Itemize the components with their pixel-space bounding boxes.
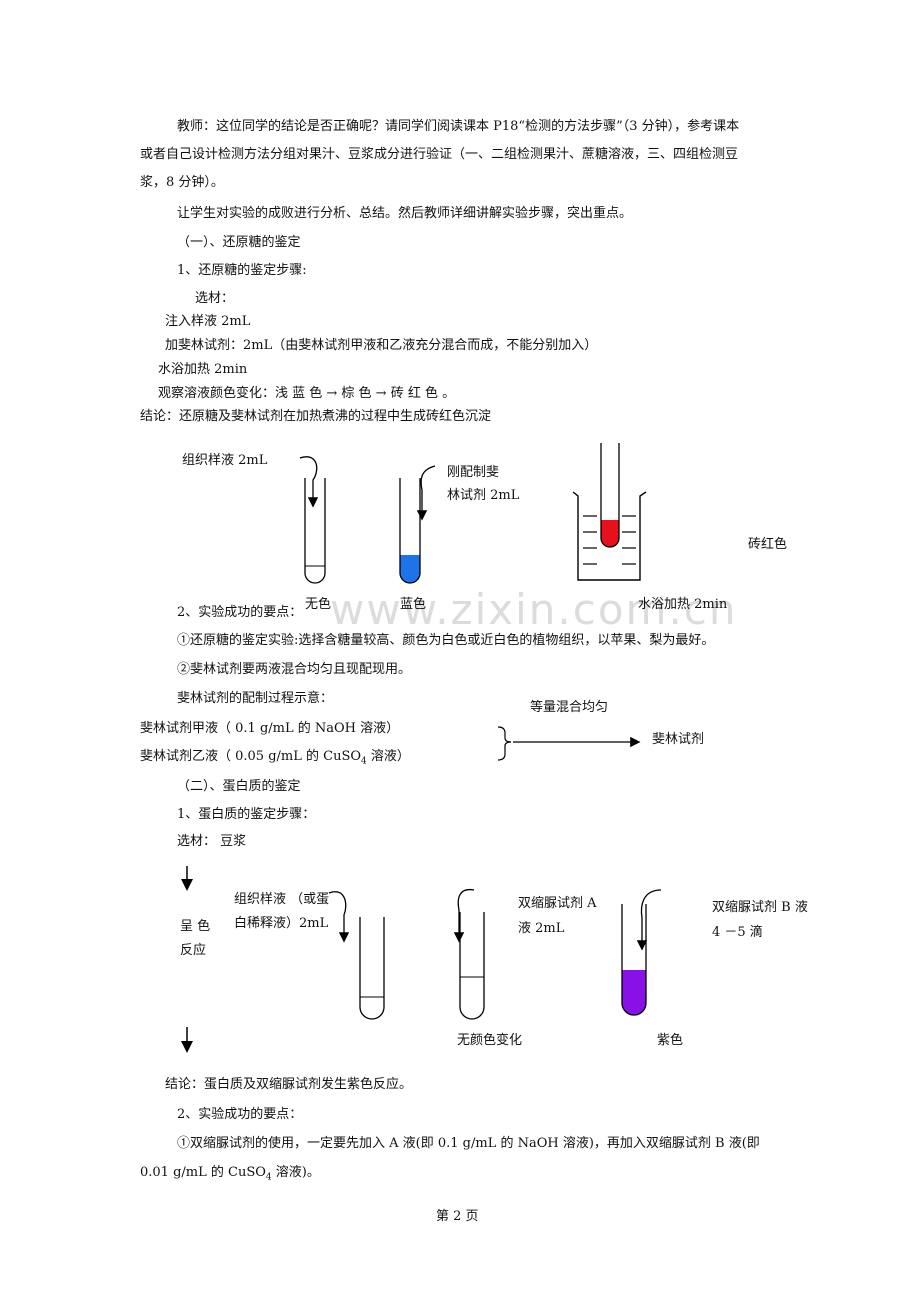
section1-keypoint-2: ②斐林试剂要两液混合均匀且现配现用。 bbox=[177, 662, 412, 677]
prep-mix-label: 等量混合均匀 bbox=[530, 700, 609, 715]
watermark: www.zixin.com.cn bbox=[330, 585, 738, 634]
pour-arrow-1 bbox=[299, 456, 319, 508]
pour-arrow-2 bbox=[416, 465, 436, 521]
fig2-reagentA-label-1: 双缩脲试剂 A bbox=[518, 896, 597, 911]
purple-solution bbox=[622, 970, 646, 1015]
fig1-sample-label: 组织样液 2mL bbox=[182, 453, 268, 468]
section2-title: （二）、蛋白质的鉴定 bbox=[177, 779, 301, 794]
section2-conclusion: 结论：蛋白质及双缩脲试剂发生紫色反应。 bbox=[165, 1077, 413, 1092]
para1-line2: 或者自己设计检测方法分组对果汁、豆浆成分进行验证（一、二组检测果汁、蔗糖溶液，三… bbox=[140, 147, 739, 162]
para2: 让学生对实验的成败进行分析、总结。然后教师详细讲解实验步骤，突出重点。 bbox=[177, 206, 633, 221]
pour-arrow-4 bbox=[453, 888, 475, 943]
blue-solution bbox=[400, 555, 420, 583]
fig2-side-label-1: 呈 色 bbox=[180, 919, 211, 934]
pour-arrow-3 bbox=[328, 891, 350, 943]
prep-brace bbox=[497, 726, 512, 761]
brickred-precipitate bbox=[601, 520, 619, 547]
fig2-side-label-2: 反应 bbox=[180, 943, 207, 958]
section2-keypoints-title: 2、实验成功的要点： bbox=[177, 1107, 303, 1122]
section2-step-title: 1、蛋白质的鉴定步骤： bbox=[177, 807, 316, 822]
section2-keypoint-1-line1: ①双缩脲试剂的使用，一定要先加入 A 液(即 0.1 g/mL 的 NaOH 溶… bbox=[177, 1136, 760, 1151]
step-observe: 观察溶液颜色变化：浅 蓝 色 → 棕 色 → 砖 红 色 。 bbox=[158, 386, 456, 401]
fig2-reagentA-label-2: 液 2mL bbox=[518, 921, 565, 936]
test-tube-colorless bbox=[304, 478, 326, 584]
fig1-brickred-label: 砖红色 bbox=[748, 537, 788, 552]
para1-line3: 浆，8 分钟）。 bbox=[140, 175, 224, 190]
fig2-caption-purple: 紫色 bbox=[657, 1033, 684, 1048]
fig1-caption-colorless: 无色 bbox=[305, 597, 332, 612]
step-inject: 注入样液 2mL bbox=[165, 314, 251, 329]
fig2-sample-label-2: 白稀释液）2mL bbox=[234, 916, 329, 931]
section1-conclusion: 结论：还原糖及斐林试剂在加热煮沸的过程中生成砖红色沉淀 bbox=[140, 409, 492, 424]
step-add-fehling: 加斐林试剂：2mL（由斐林试剂甲液和乙液充分混合而成，不能分别加入） bbox=[165, 338, 598, 353]
section1-step-title: 1、还原糖的鉴定步骤: bbox=[177, 263, 307, 278]
section1-keypoint-1: ①还原糖的鉴定实验:选择含糖量较高、颜色为白色或近白色的植物组织，以苹果、梨为最… bbox=[177, 633, 715, 648]
beaker-water-bath bbox=[572, 443, 647, 581]
section1-keypoints-title: 2、实验成功的要点： bbox=[177, 605, 303, 620]
step-waterbath: 水浴加热 2min bbox=[158, 362, 248, 377]
fig2-reagentB-label-2: 4 －5 滴 bbox=[712, 925, 763, 940]
fig2-caption-nochange: 无颜色变化 bbox=[457, 1033, 523, 1048]
fig1-reagent-label-1: 刚配制斐 bbox=[447, 465, 500, 480]
fig2-reagentB-label-1: 双缩脲试剂 B 液 bbox=[712, 900, 808, 915]
section2-keypoint-1-line2: 0.01 g/mL 的 CuSO4 溶液)。 bbox=[140, 1165, 320, 1183]
para1-line1: 教师：这位同学的结论是否正确呢？请同学们阅读课本 P18“检测的方法步骤”（3 … bbox=[177, 119, 740, 134]
fig2-sample-label-1: 组织样液 （或蛋 bbox=[234, 892, 330, 907]
page-footer: 第 2 页 bbox=[436, 1209, 479, 1224]
test-tube-sample bbox=[359, 917, 385, 1020]
fig1-caption-blue: 蓝色 bbox=[400, 597, 427, 612]
prep-solution-b: 斐林试剂乙液（ 0.05 g/mL 的 CuSO4 溶液） bbox=[140, 749, 410, 767]
test-tube-purple bbox=[621, 904, 647, 1016]
prep-title: 斐林试剂的配制过程示意： bbox=[177, 691, 334, 706]
prep-result: 斐林试剂 bbox=[652, 732, 705, 747]
test-tube-no-change bbox=[459, 912, 485, 1020]
section2-material: 选材： 豆浆 bbox=[177, 834, 247, 849]
step-material: 选材： bbox=[195, 291, 235, 306]
pour-arrow-5 bbox=[636, 889, 662, 951]
fig1-caption-waterbath: 水浴加热 2min bbox=[638, 597, 728, 612]
test-tube-blue bbox=[399, 478, 421, 584]
fig1-reagent-label-2: 林试剂 2mL bbox=[447, 488, 520, 503]
section1-title: （一）、还原糖的鉴定 bbox=[177, 235, 301, 250]
prep-solution-a: 斐林试剂甲液（ 0.1 g/mL 的 NaOH 溶液） bbox=[140, 721, 400, 736]
